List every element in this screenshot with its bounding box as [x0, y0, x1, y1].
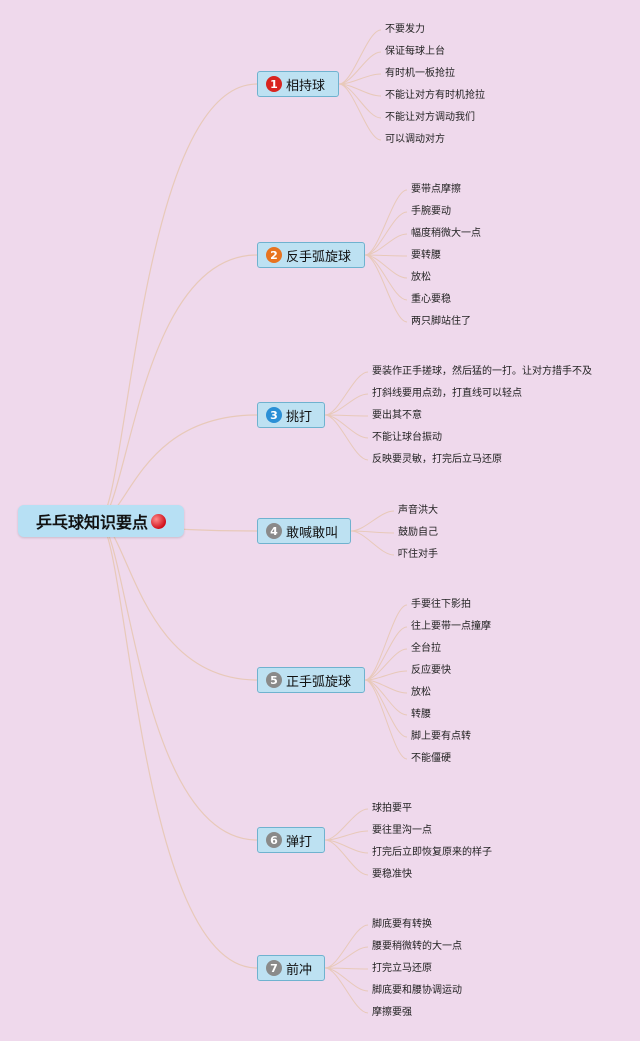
- badge-4-icon: 4: [266, 523, 282, 539]
- leaf-3-4[interactable]: 不能让球台振动: [372, 432, 442, 443]
- leaf-2-1[interactable]: 要带点摩擦: [411, 184, 461, 195]
- branch-node-4[interactable]: 4 敢喊敢叫: [257, 518, 351, 544]
- leaf-4-1[interactable]: 声音洪大: [398, 505, 438, 516]
- leaf-4-3[interactable]: 吓住对手: [398, 549, 438, 560]
- branch-leaf-connector: [324, 414, 369, 417]
- branch-label: 弹打: [286, 834, 313, 850]
- leaf-1-4[interactable]: 不能让对方有时机抢拉: [385, 90, 485, 101]
- leaf-6-2[interactable]: 要往里沟一点: [372, 825, 432, 836]
- branch-leaf-connector: [364, 648, 408, 681]
- branch-leaf-connector: [324, 967, 369, 970]
- leaf-3-2[interactable]: 打斜线要用点劲，打直线可以轻点: [372, 388, 522, 399]
- leaf-3-1[interactable]: 要装作正手搓球，然后猛的一打。让对方措手不及: [372, 366, 592, 377]
- branch-leaf-connector: [364, 254, 408, 301]
- branch-leaf-connector: [364, 626, 408, 681]
- leaf-5-7[interactable]: 脚上要有点转: [411, 731, 471, 742]
- leaf-3-3[interactable]: 要出其不意: [372, 410, 422, 421]
- leaf-5-2[interactable]: 往上要带一点撞摩: [411, 621, 491, 632]
- branch-leaf-connector: [364, 679, 408, 760]
- branch-leaf-connector: [338, 83, 382, 141]
- leaf-6-1[interactable]: 球拍要平: [372, 803, 412, 814]
- leaf-5-8[interactable]: 不能僵硬: [411, 753, 451, 764]
- branch-leaf-connector: [324, 414, 369, 461]
- branch-node-5[interactable]: 5 正手弧旋球: [257, 667, 365, 693]
- branch-label: 相持球: [286, 78, 326, 94]
- branch-leaf-connector: [338, 73, 382, 85]
- branch-node-2[interactable]: 2 反手弧旋球: [257, 242, 365, 268]
- leaf-1-5[interactable]: 不能让对方调动我们: [385, 112, 475, 123]
- branch-node-1[interactable]: 1 相持球: [257, 71, 339, 97]
- branch-node-7[interactable]: 7 前冲: [257, 955, 325, 981]
- branch-leaf-connector: [364, 254, 408, 323]
- leaf-5-4[interactable]: 反应要快: [411, 665, 451, 676]
- root-branch-connector: [97, 520, 258, 841]
- leaf-5-5[interactable]: 放松: [411, 687, 431, 698]
- branch-label: 正手弧旋球: [286, 674, 352, 690]
- branch-leaf-connector: [324, 393, 369, 416]
- leaf-7-4[interactable]: 脚底要和腰协调运动: [372, 985, 462, 996]
- root-title: 乒乓球知识要点: [35, 513, 148, 532]
- branch-leaf-connector: [364, 233, 408, 256]
- branch-leaf-connector: [350, 510, 395, 532]
- leaf-3-5[interactable]: 反映要灵敏，打完后立马还原: [372, 454, 502, 465]
- leaf-7-3[interactable]: 打完立马还原: [372, 963, 432, 974]
- branch-leaf-connector: [350, 530, 395, 556]
- badge-3-icon: 3: [266, 407, 282, 423]
- branch-leaf-connector: [324, 924, 369, 969]
- branch-leaf-connector: [324, 371, 369, 416]
- leaf-2-4[interactable]: 要转腰: [411, 250, 441, 261]
- leaf-1-6[interactable]: 可以调动对方: [385, 134, 445, 145]
- branch-leaf-connector: [364, 670, 408, 681]
- branch-label: 挑打: [286, 409, 313, 425]
- leaf-7-2[interactable]: 腰要稍微转的大一点: [372, 941, 462, 952]
- branch-leaf-connector: [364, 254, 408, 257]
- branch-leaf-connector: [364, 189, 408, 256]
- badge-1-icon: 1: [266, 76, 282, 92]
- badge-2-icon: 2: [266, 247, 282, 263]
- leaf-2-5[interactable]: 放松: [411, 272, 431, 283]
- branch-leaf-connector: [338, 51, 382, 85]
- branch-leaf-connector: [324, 830, 369, 841]
- badge-6-icon: 6: [266, 832, 282, 848]
- branch-leaf-connector: [338, 29, 382, 85]
- branch-leaf-connector: [324, 808, 369, 841]
- leaf-2-3[interactable]: 幅度稍微大一点: [411, 228, 481, 239]
- badge-5-icon: 5: [266, 672, 282, 688]
- leaf-5-1[interactable]: 手要往下影拍: [411, 599, 471, 610]
- root-node[interactable]: 乒乓球知识要点: [18, 505, 184, 537]
- badge-7-icon: 7: [266, 960, 282, 976]
- leaf-1-2[interactable]: 保证每球上台: [385, 46, 445, 57]
- leaf-5-3[interactable]: 全台拉: [411, 643, 441, 654]
- branch-label: 敢喊敢叫: [286, 525, 339, 541]
- root-branch-connector: [97, 520, 258, 681]
- root-branch-connector: [97, 520, 258, 969]
- branch-leaf-connector: [364, 211, 408, 256]
- leaf-4-2[interactable]: 鼓励自己: [398, 527, 438, 538]
- leaf-7-5[interactable]: 摩擦要强: [372, 1007, 412, 1018]
- leaf-6-4[interactable]: 要稳准快: [372, 869, 412, 880]
- leaf-6-3[interactable]: 打完后立即恢复原来的样子: [372, 847, 492, 858]
- root-branch-connector: [97, 83, 258, 522]
- branch-leaf-connector: [324, 946, 369, 969]
- root-branch-connector: [97, 254, 258, 522]
- branch-node-3[interactable]: 3 挑打: [257, 402, 325, 428]
- branch-label: 前冲: [286, 962, 313, 978]
- leaf-2-2[interactable]: 手腕要动: [411, 206, 451, 217]
- leaf-7-1[interactable]: 脚底要有转换: [372, 919, 432, 930]
- apple-icon: [151, 513, 166, 529]
- leaf-2-7[interactable]: 两只脚站住了: [411, 316, 471, 327]
- leaf-2-6[interactable]: 重心要稳: [411, 294, 451, 305]
- branch-node-6[interactable]: 6 弹打: [257, 827, 325, 853]
- branch-label: 反手弧旋球: [286, 249, 352, 265]
- leaf-1-1[interactable]: 不要发力: [385, 24, 425, 35]
- leaf-5-6[interactable]: 转腰: [411, 709, 431, 720]
- branch-leaf-connector: [364, 604, 408, 681]
- branch-leaf-connector: [324, 967, 369, 1014]
- leaf-1-3[interactable]: 有时机一板抢拉: [385, 68, 455, 79]
- branch-leaf-connector: [364, 679, 408, 738]
- branch-leaf-connector: [324, 839, 369, 876]
